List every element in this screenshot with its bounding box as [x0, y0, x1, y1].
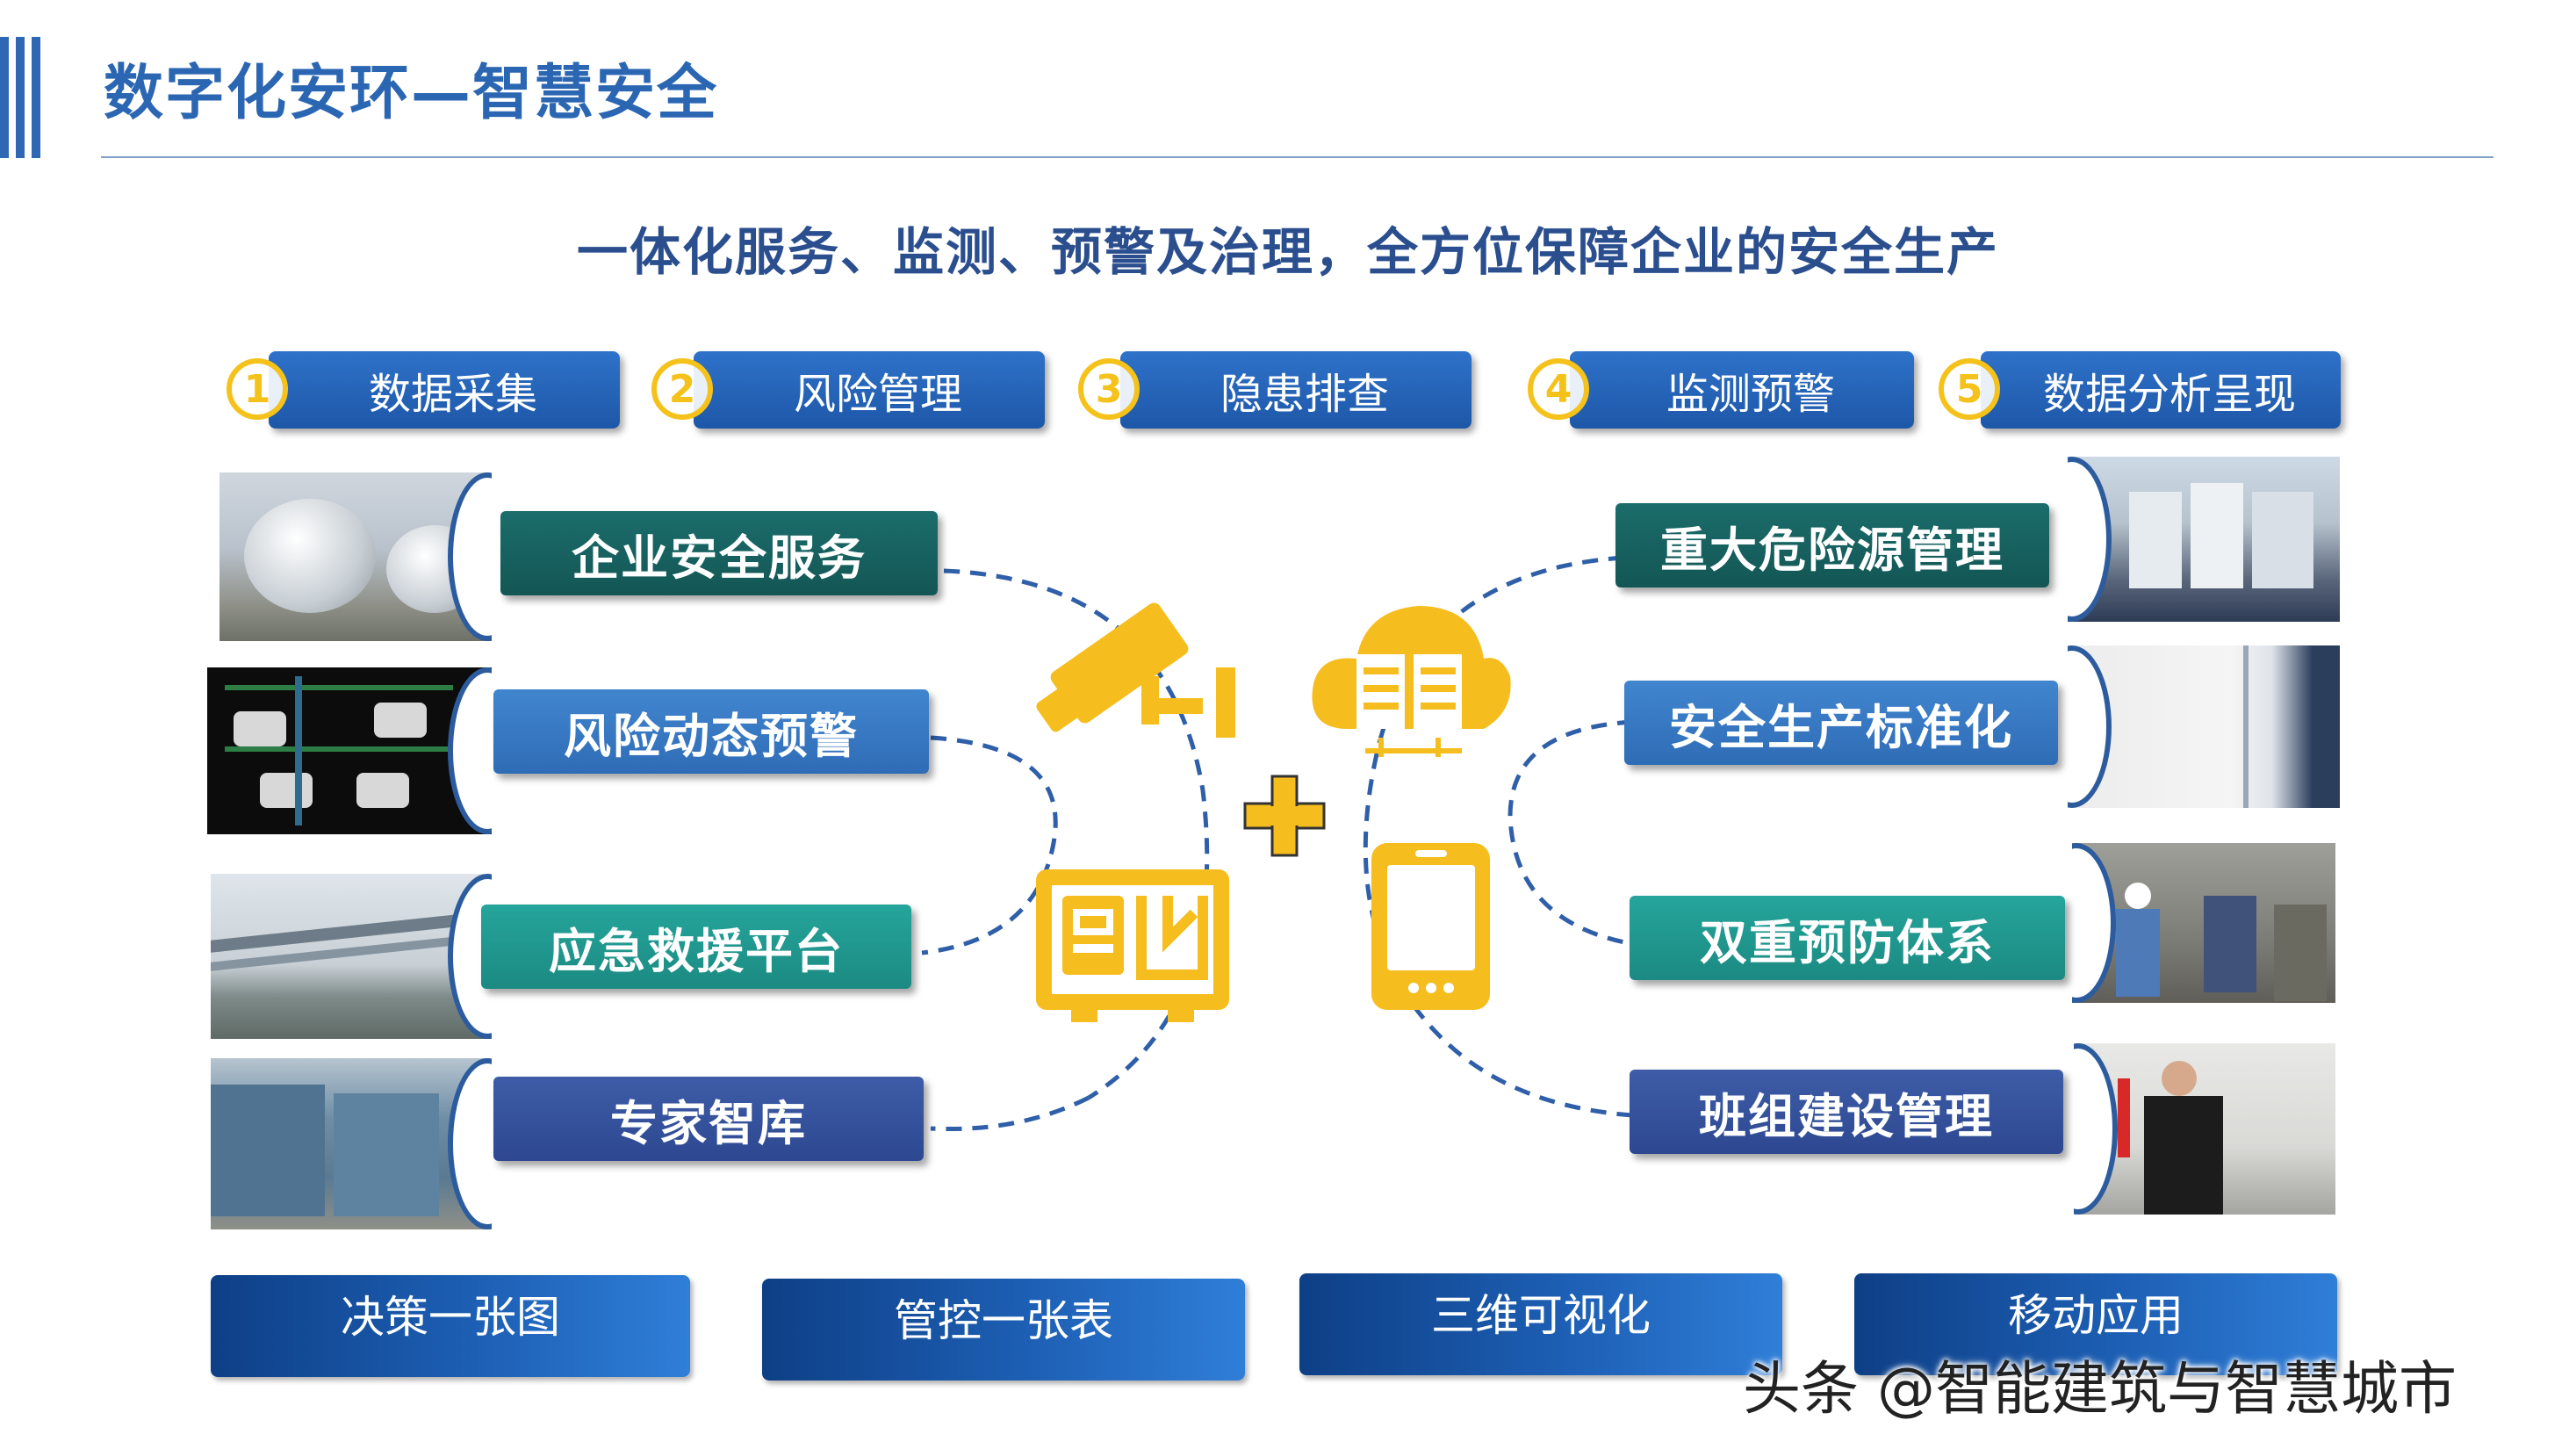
header-accent-bar-2 — [16, 37, 25, 158]
header-accent-bar-3 — [32, 37, 40, 158]
bottom-button-mobile-app[interactable]: 移动应用 — [1854, 1273, 2337, 1375]
step-label: 数据分析呈现 — [1981, 351, 2341, 429]
step-2[interactable]: 2 风险管理 — [651, 351, 1047, 429]
smartphone-icon — [1371, 843, 1490, 1010]
step-3[interactable]: 3 隐患排查 — [1078, 351, 1473, 429]
service-major-hazard[interactable]: 重大危险源管理 — [1615, 503, 2049, 588]
step-number-badge: 5 — [1939, 358, 2000, 420]
photo-storage-tanks — [211, 1058, 492, 1229]
connector-left-2 — [921, 735, 1058, 955]
bottom-button-decision-map[interactable]: 决策一张图 — [211, 1275, 690, 1377]
bottom-button-control-table[interactable]: 管控一张表 — [762, 1279, 1245, 1381]
photo-chemical-plant — [2068, 457, 2340, 622]
step-number-badge: 4 — [1528, 358, 1589, 420]
photo-team-training — [2074, 1043, 2335, 1215]
cctv-camera-icon — [1036, 602, 1235, 738]
connector-left-3 — [930, 1095, 1090, 1132]
step-number-badge: 3 — [1078, 358, 1140, 420]
photo-pipeline-rack — [211, 874, 492, 1039]
page-title: 数字化安环—智慧安全 — [104, 59, 719, 128]
step-label: 隐患排查 — [1120, 351, 1471, 429]
service-dual-prevention[interactable]: 双重预防体系 — [1630, 896, 2065, 980]
step-label: 风险管理 — [694, 351, 1045, 429]
bottom-button-3d-visualization[interactable]: 三维可视化 — [1299, 1273, 1782, 1375]
plus-icon — [1243, 775, 1326, 857]
header-accent-bar-1 — [0, 37, 9, 158]
connector-left-1 — [943, 568, 1210, 1100]
connector-right-2 — [1507, 719, 1634, 947]
service-standardization[interactable]: 安全生产标准化 — [1624, 681, 2058, 765]
photo-spherical-tanks — [219, 472, 492, 641]
watermark-text: 头条 @智能建筑与智慧城市 — [1743, 1355, 2457, 1423]
step-4[interactable]: 4 监测预警 — [1528, 351, 1914, 429]
photo-scada-screen — [207, 667, 492, 834]
service-team-building[interactable]: 班组建设管理 — [1630, 1070, 2063, 1154]
step-label: 数据采集 — [269, 351, 620, 429]
connector-right-1 — [1363, 555, 1634, 1118]
step-1[interactable]: 1 数据采集 — [227, 351, 622, 429]
service-enterprise-safety[interactable]: 企业安全服务 — [500, 511, 938, 595]
monitor-device-icon — [1036, 869, 1229, 1022]
page-subtitle: 一体化服务、监测、预警及治理，全方位保障企业的安全生产 — [576, 222, 1999, 282]
step-label: 监测预警 — [1570, 351, 1914, 429]
header-divider — [101, 156, 2493, 158]
step-number-badge: 2 — [651, 358, 713, 420]
step-5[interactable]: 5 数据分析呈现 — [1939, 351, 2342, 429]
service-expert-library[interactable]: 专家智库 — [493, 1077, 924, 1161]
step-number-badge: 1 — [227, 358, 288, 420]
photo-software-screen — [2068, 645, 2340, 808]
service-emergency-rescue[interactable]: 应急救援平台 — [481, 905, 911, 989]
service-risk-warning[interactable]: 风险动态预警 — [493, 689, 929, 774]
cloud-server-icon — [1312, 606, 1511, 757]
photo-site-inspection — [2072, 843, 2335, 1003]
